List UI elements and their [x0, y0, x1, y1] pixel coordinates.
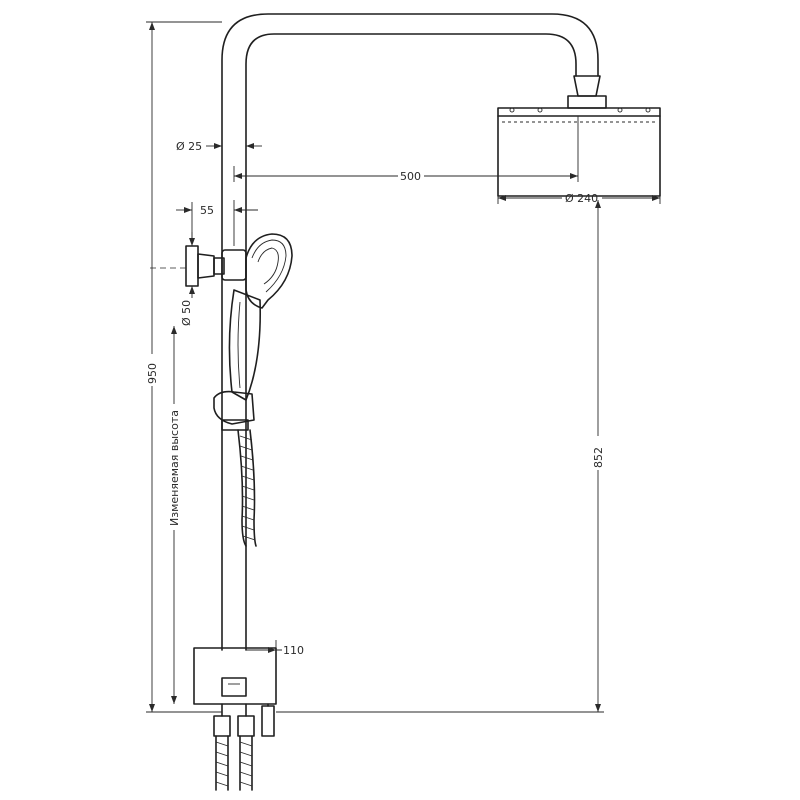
wall-bracket [185, 245, 247, 287]
label-head-diameter: Ø 240 [565, 192, 598, 205]
dim-adjustable-height: Изменяемая высота [168, 326, 181, 704]
label-arm-length: 500 [400, 170, 421, 183]
mixer-body [193, 647, 277, 737]
dim-bracket-offset: 55 [176, 200, 258, 246]
dim-head-diameter: Ø 240 [497, 192, 661, 205]
dim-total-height: 950 [146, 21, 222, 713]
label-bracket-offset: 55 [200, 204, 214, 217]
head-connector [567, 75, 607, 109]
shower-head [497, 107, 661, 197]
label-total-height: 950 [146, 363, 159, 384]
label-pipe-diameter: Ø 25 [176, 140, 202, 153]
dim-outlet-height: 852 [276, 200, 605, 713]
label-outlet-height: 852 [592, 447, 605, 468]
hand-shower [213, 233, 293, 431]
label-bracket-diameter: Ø 50 [180, 300, 193, 326]
riser-pipe [221, 13, 599, 651]
supply-hoses [215, 735, 253, 791]
label-adjustable-height: Изменяемая высота [168, 410, 181, 526]
flex-hose [237, 429, 257, 547]
dim-pipe-diameter: Ø 25 [176, 140, 262, 153]
dim-arm-length: 500 [233, 116, 579, 183]
label-mixer-depth: 110 [283, 644, 304, 657]
dim-bracket-diameter: Ø 50 [150, 232, 195, 326]
dim-mixer-depth: 110 [176, 640, 304, 713]
